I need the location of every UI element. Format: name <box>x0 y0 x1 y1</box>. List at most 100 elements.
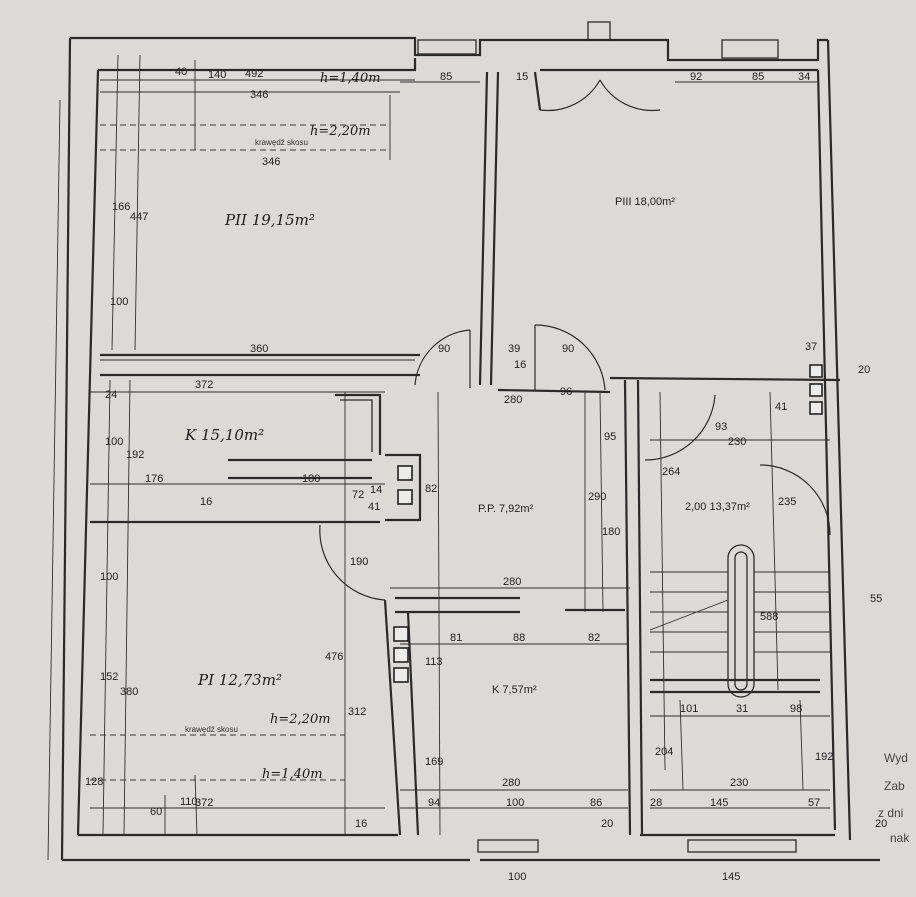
edge-text: nak <box>890 831 910 845</box>
dim-label: 34 <box>798 71 810 83</box>
dim-label: 88 <box>513 632 525 644</box>
room-label-kitchen: K 15,10m² <box>184 426 264 444</box>
dim-label: 24 <box>105 389 117 401</box>
dim-label: 346 <box>250 89 268 101</box>
edge-notes: Wyd Zab z dni nak 55 20 <box>870 593 910 845</box>
dim-label: 204 <box>655 746 673 758</box>
dim-label: 94 <box>428 797 440 809</box>
dim-label: 100 <box>110 296 128 308</box>
edge-text: z dni <box>878 806 903 820</box>
dim-label: 41 <box>368 501 380 513</box>
dim-label: 15 <box>516 71 528 83</box>
dim-label: 14 <box>370 484 382 496</box>
dim-label: 20 <box>601 818 613 830</box>
dim-label: 280 <box>502 777 520 789</box>
dim-label: 192 <box>126 449 144 461</box>
dim-label: 190 <box>350 556 368 568</box>
dim-label: 447 <box>130 211 148 223</box>
dim-label: 180 <box>602 526 620 538</box>
dim-label: 92 <box>690 71 702 83</box>
interior-walls <box>90 71 841 836</box>
dim-label: 85 <box>752 71 764 83</box>
dim-label: 169 <box>425 756 443 768</box>
dim-label: 41 <box>775 401 787 413</box>
dim-label: 72 <box>352 489 364 501</box>
dim-label: 37 <box>805 341 817 353</box>
dim-label: 110 <box>180 796 198 808</box>
dim-label: 230 <box>728 436 746 448</box>
dim-label: 166 <box>112 201 130 213</box>
dim-label: 176 <box>145 473 163 485</box>
room-label-k2: K 7,57m² <box>492 684 537 696</box>
dim-label: 81 <box>450 632 462 644</box>
dim-label: 40 <box>175 66 187 78</box>
dim-label: 28 <box>650 797 662 809</box>
dim-label: 235 <box>778 496 796 508</box>
dim-label: 100 <box>506 797 524 809</box>
staircase <box>649 544 830 698</box>
slope-edges <box>90 124 390 781</box>
vent-ducts <box>393 364 823 683</box>
dim-label: 140 <box>208 69 226 81</box>
edge-text: Wyd <box>884 751 908 765</box>
dim-label: 100 <box>105 436 123 448</box>
dim-label: 145 <box>722 871 740 883</box>
dim-label: 82 <box>425 483 437 495</box>
room-label-pii: PII 19,15m² <box>224 211 315 229</box>
edge-text: 20 <box>875 818 887 830</box>
note-height-top-2: h=2,20m <box>310 124 371 139</box>
dim-label: 16 <box>200 496 212 508</box>
dim-label: 90 <box>562 343 574 355</box>
door-swings <box>319 79 831 601</box>
dim-label: 93 <box>715 421 727 433</box>
dim-label: 346 <box>262 156 280 168</box>
dim-label: 128 <box>85 776 103 788</box>
dim-label: 60 <box>150 806 162 818</box>
dim-label: 312 <box>348 706 366 718</box>
dim-label: 101 <box>680 703 698 715</box>
dim-label: 98 <box>790 703 802 715</box>
dim-label: 95 <box>604 431 616 443</box>
edge-text: Zab <box>884 779 905 793</box>
dim-label: 180 <box>302 473 320 485</box>
edge-text: 55 <box>870 593 882 605</box>
dim-label: 145 <box>710 797 728 809</box>
dim-label: 372 <box>195 797 213 809</box>
note-slope-top: krawędź skosu <box>255 138 308 147</box>
dim-label: 380 <box>120 686 138 698</box>
dim-label: 372 <box>195 379 213 391</box>
dim-label: 152 <box>100 671 118 683</box>
dim-label: 280 <box>503 576 521 588</box>
dim-label: 20 <box>858 364 870 376</box>
dim-label: 100 <box>100 571 118 583</box>
top-windows <box>417 21 797 853</box>
dimension-lines <box>47 54 830 861</box>
dim-label: 100 <box>508 871 526 883</box>
room-label-pi: PI 12,73m² <box>197 671 282 689</box>
note-height-top: h=1,40m <box>320 71 381 86</box>
dim-label: 113 <box>425 656 443 668</box>
dim-label: 82 <box>588 632 600 644</box>
note-slope-bottom: krawędź skosu <box>185 725 238 734</box>
dim-label: 360 <box>250 343 268 355</box>
dim-label: 96 <box>560 386 572 398</box>
room-label-pp: P.P. 7,92m² <box>478 503 534 515</box>
dim-label: 476 <box>325 651 343 663</box>
dim-label: 16 <box>514 359 526 371</box>
room-label-hall: 2,00 13,37m² <box>685 501 750 513</box>
dim-label: 31 <box>736 703 748 715</box>
dim-label: 57 <box>808 797 820 809</box>
dim-label: 39 <box>508 343 520 355</box>
dim-label: 85 <box>440 71 452 83</box>
dim-label: 86 <box>590 797 602 809</box>
note-height-bottom-2: h=1,40m <box>262 767 323 782</box>
dim-label: 90 <box>438 343 450 355</box>
dim-label: 192 <box>815 751 833 763</box>
dim-label: 16 <box>355 818 367 830</box>
dim-label: 492 <box>245 68 263 80</box>
dim-label: 290 <box>588 491 606 503</box>
dim-label: 230 <box>730 777 748 789</box>
dim-label: 280 <box>504 394 522 406</box>
outer-walls <box>60 36 880 862</box>
